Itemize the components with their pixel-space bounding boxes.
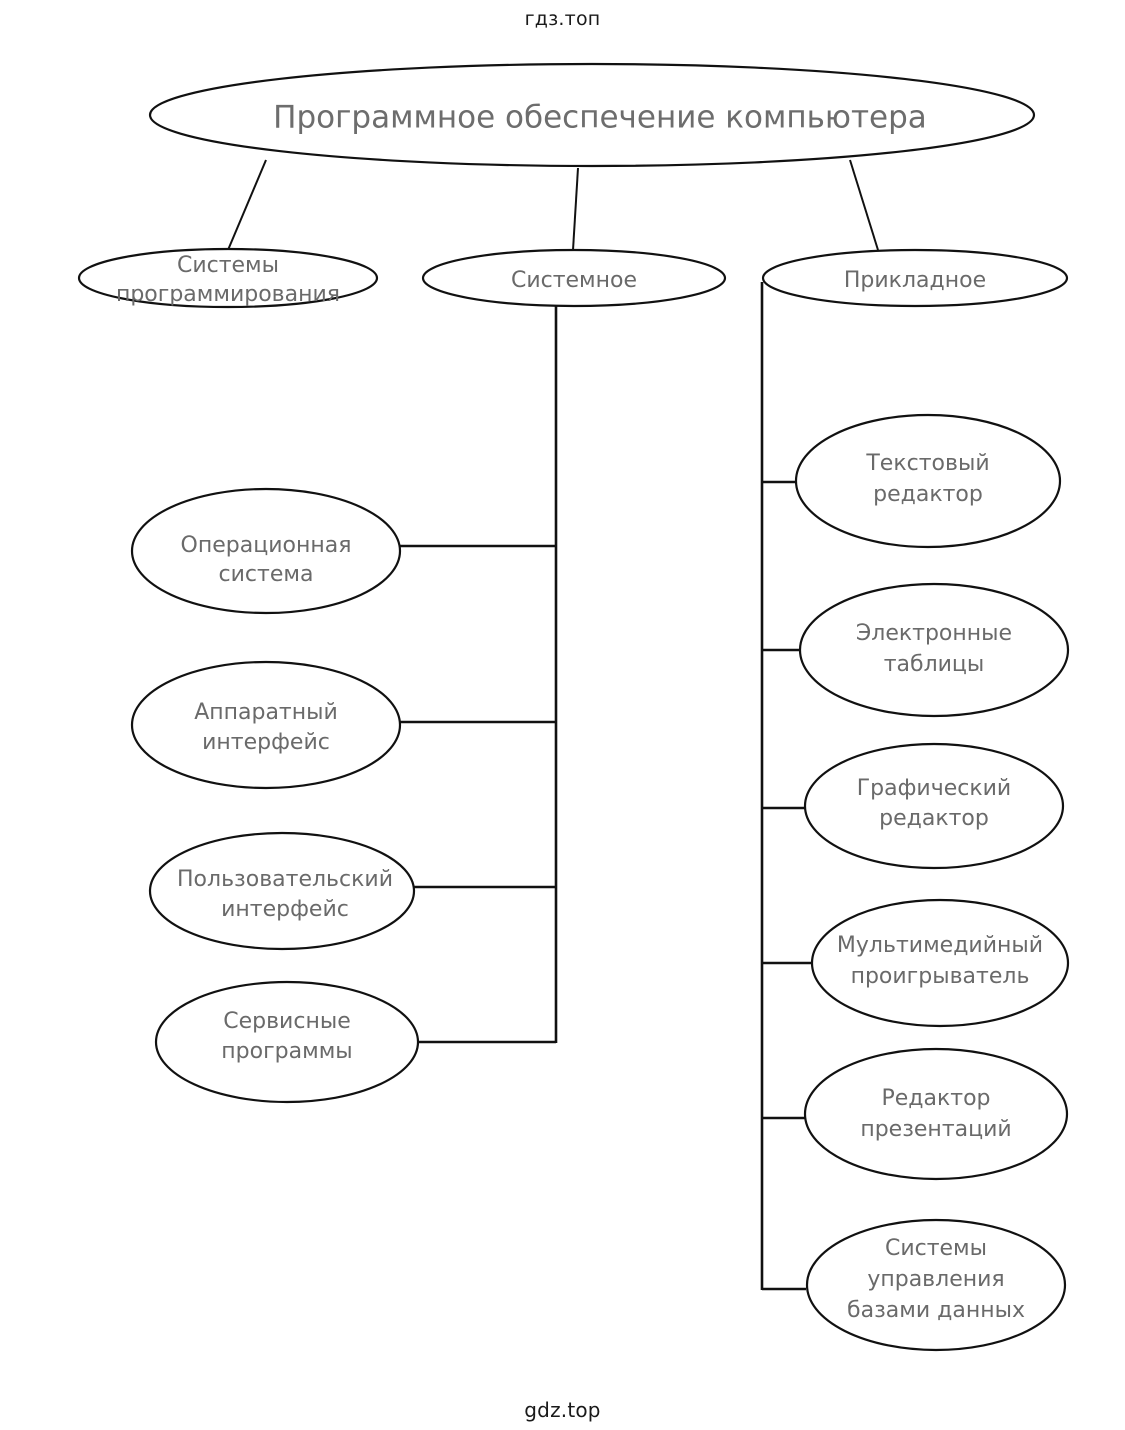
application-branch-connectors bbox=[760, 282, 812, 1291]
connector-root-to-system bbox=[572, 167, 579, 251]
operating-system-label-line1: Операционная bbox=[181, 533, 352, 558]
node-multimedia-player[interactable]: Мультимедийный проигрыватель bbox=[810, 898, 1070, 1028]
node-service-programs[interactable]: Сервисные программы bbox=[154, 980, 420, 1104]
user-interface-ellipse bbox=[148, 831, 416, 951]
spreadsheets-label-line2: таблицы bbox=[884, 652, 985, 677]
programming-systems-label-line2: программирования bbox=[116, 282, 340, 307]
root-connectors bbox=[227, 159, 879, 251]
presentation-editor-label-line2: презентаций bbox=[860, 1117, 1011, 1142]
node-hardware-interface[interactable]: Аппаратный интерфейс bbox=[130, 660, 402, 790]
operating-system-label-line2: система bbox=[219, 562, 314, 587]
watermark-bottom: gdz.top bbox=[524, 1398, 601, 1422]
node-spreadsheets[interactable]: Электронные таблицы bbox=[798, 582, 1070, 718]
service-programs-ellipse bbox=[154, 980, 420, 1104]
watermark-top: гдз.топ bbox=[524, 8, 601, 30]
spreadsheets-label-line1: Электронные bbox=[856, 621, 1012, 646]
connector-root-to-application bbox=[849, 159, 879, 251]
system-ellipse bbox=[421, 248, 727, 308]
application-label: Прикладное bbox=[844, 268, 986, 293]
node-root[interactable]: Программное обеспечение компьютера bbox=[148, 62, 1036, 168]
graphics-editor-ellipse bbox=[803, 742, 1065, 870]
node-programming-systems[interactable]: Системы программирования bbox=[77, 247, 379, 309]
database-management-systems-label-line1: Системы bbox=[885, 1236, 987, 1261]
hardware-interface-label-line1: Аппаратный bbox=[194, 700, 338, 725]
root-label: Программное обеспечение компьютера bbox=[273, 100, 927, 136]
database-management-systems-label-line3: базами данных bbox=[847, 1298, 1025, 1323]
graphics-editor-label-line1: Графический bbox=[857, 776, 1011, 801]
multimedia-player-ellipse bbox=[810, 898, 1070, 1028]
node-application[interactable]: Прикладное bbox=[761, 248, 1069, 308]
connector-root-to-programming-systems bbox=[227, 159, 267, 251]
programming-systems-label-line1: Системы bbox=[177, 253, 279, 278]
hardware-interface-ellipse bbox=[130, 660, 402, 790]
text-editor-label-line1: Текстовый bbox=[865, 451, 989, 476]
programming-systems-ellipse bbox=[77, 247, 379, 309]
system-branch-connectors bbox=[398, 306, 558, 1044]
database-management-systems-label-line2: управления bbox=[867, 1267, 1004, 1292]
service-programs-label-line1: Сервисные bbox=[223, 1009, 351, 1034]
user-interface-label-line1: Пользовательский bbox=[177, 867, 393, 892]
multimedia-player-label-line1: Мультимедийный bbox=[837, 933, 1043, 958]
user-interface-label-line2: интерфейс bbox=[221, 897, 349, 922]
node-presentation-editor[interactable]: Редактор презентаций bbox=[803, 1047, 1069, 1181]
system-label: Системное bbox=[511, 268, 637, 293]
node-operating-system[interactable]: Операционная система bbox=[130, 487, 402, 615]
node-user-interface[interactable]: Пользовательский интерфейс bbox=[148, 831, 416, 951]
application-ellipse bbox=[761, 248, 1069, 308]
multimedia-player-label-line2: проигрыватель bbox=[851, 964, 1030, 989]
spreadsheets-ellipse bbox=[798, 582, 1070, 718]
node-text-editor[interactable]: Текстовый редактор bbox=[794, 413, 1062, 549]
node-database-management-systems[interactable]: Системы управления базами данных bbox=[805, 1218, 1067, 1352]
service-programs-label-line2: программы bbox=[221, 1039, 352, 1064]
root-ellipse bbox=[148, 62, 1036, 168]
presentation-editor-ellipse bbox=[803, 1047, 1069, 1181]
operating-system-ellipse bbox=[130, 487, 402, 615]
text-editor-label-line2: редактор bbox=[873, 482, 983, 507]
node-system[interactable]: Системное bbox=[421, 248, 727, 308]
graphics-editor-label-line2: редактор bbox=[879, 806, 989, 831]
presentation-editor-label-line1: Редактор bbox=[881, 1086, 990, 1111]
node-graphics-editor[interactable]: Графический редактор bbox=[803, 742, 1065, 870]
hardware-interface-label-line2: интерфейс bbox=[202, 730, 330, 755]
database-management-systems-ellipse bbox=[805, 1218, 1067, 1352]
text-editor-ellipse bbox=[794, 413, 1062, 549]
